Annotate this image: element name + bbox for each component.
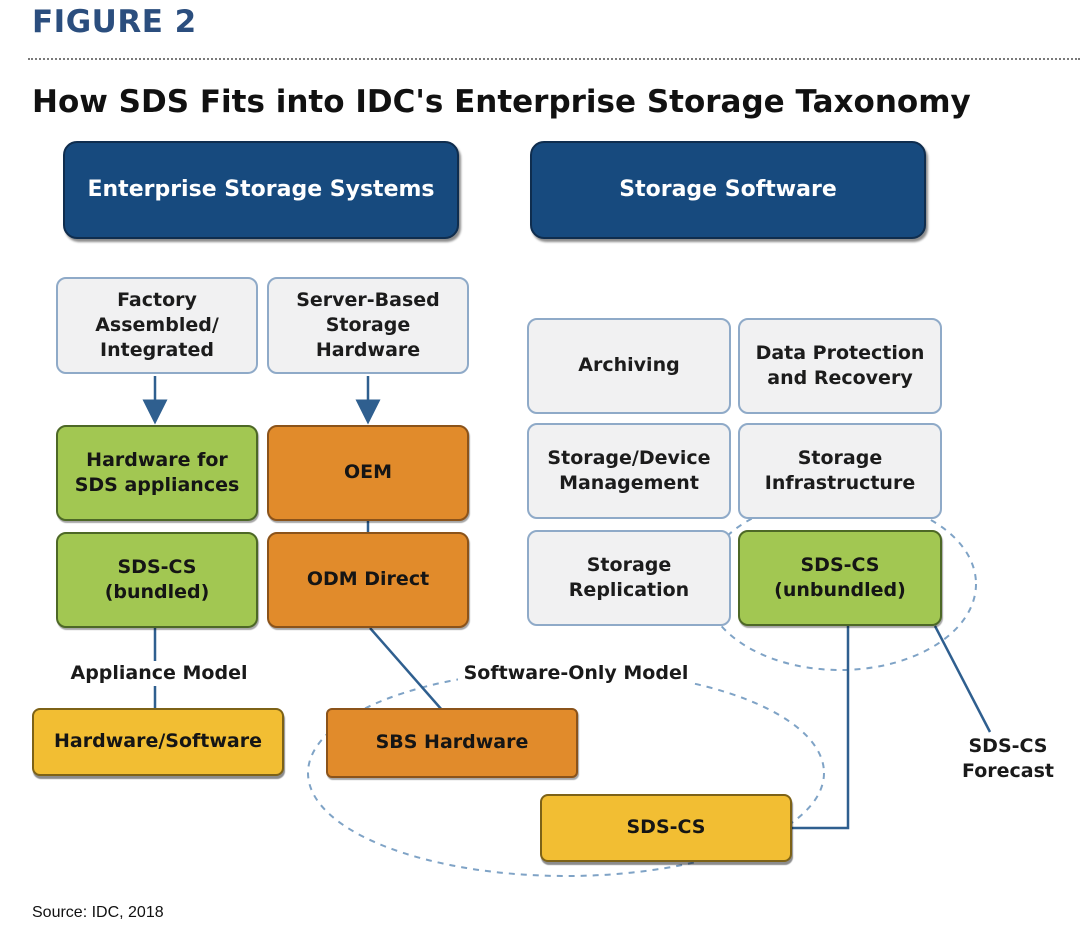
- box-odm-direct: ODM Direct: [267, 532, 469, 628]
- box-server-based-storage-hardware: Server-Based Storage Hardware: [267, 277, 469, 374]
- box-archiving: Archiving: [527, 318, 731, 414]
- line-unbundled-to-forecast: [933, 625, 992, 733]
- box-sds-cs: SDS-CS: [540, 794, 792, 862]
- line-unbundled-to-sdscs: [792, 626, 850, 830]
- line-odm-to-sbs: [369, 627, 443, 711]
- header-enterprise-storage-systems: Enterprise Storage Systems: [63, 141, 459, 239]
- label-appliance-model: Appliance Model: [64, 661, 254, 686]
- box-data-protection-recovery: Data Protection and Recovery: [738, 318, 942, 414]
- box-storage-infrastructure: Storage Infrastructure: [738, 423, 942, 519]
- figure-label: FIGURE 2: [32, 4, 197, 40]
- diagram-title: How SDS Fits into IDC's Enterprise Stora…: [32, 84, 971, 120]
- box-hardware-software: Hardware/Software: [32, 708, 284, 776]
- box-storage-device-management: Storage/Device Management: [527, 423, 731, 519]
- box-oem: OEM: [267, 425, 469, 521]
- label-software-only-model: Software-Only Model: [458, 661, 694, 686]
- source-note: Source: IDC, 2018: [32, 904, 164, 921]
- box-sbs-hardware: SBS Hardware: [326, 708, 578, 778]
- header-storage-software: Storage Software: [530, 141, 926, 239]
- dotted-divider: [28, 58, 1080, 60]
- box-storage-replication: Storage Replication: [527, 530, 731, 626]
- label-sds-cs-forecast: SDS-CS Forecast: [950, 734, 1066, 784]
- box-sds-cs-bundled: SDS-CS (bundled): [56, 532, 258, 628]
- box-hardware-for-sds-appliances: Hardware for SDS appliances: [56, 425, 258, 521]
- box-sds-cs-unbundled: SDS-CS (unbundled): [738, 530, 942, 626]
- box-factory-assembled: Factory Assembled/ Integrated: [56, 277, 258, 374]
